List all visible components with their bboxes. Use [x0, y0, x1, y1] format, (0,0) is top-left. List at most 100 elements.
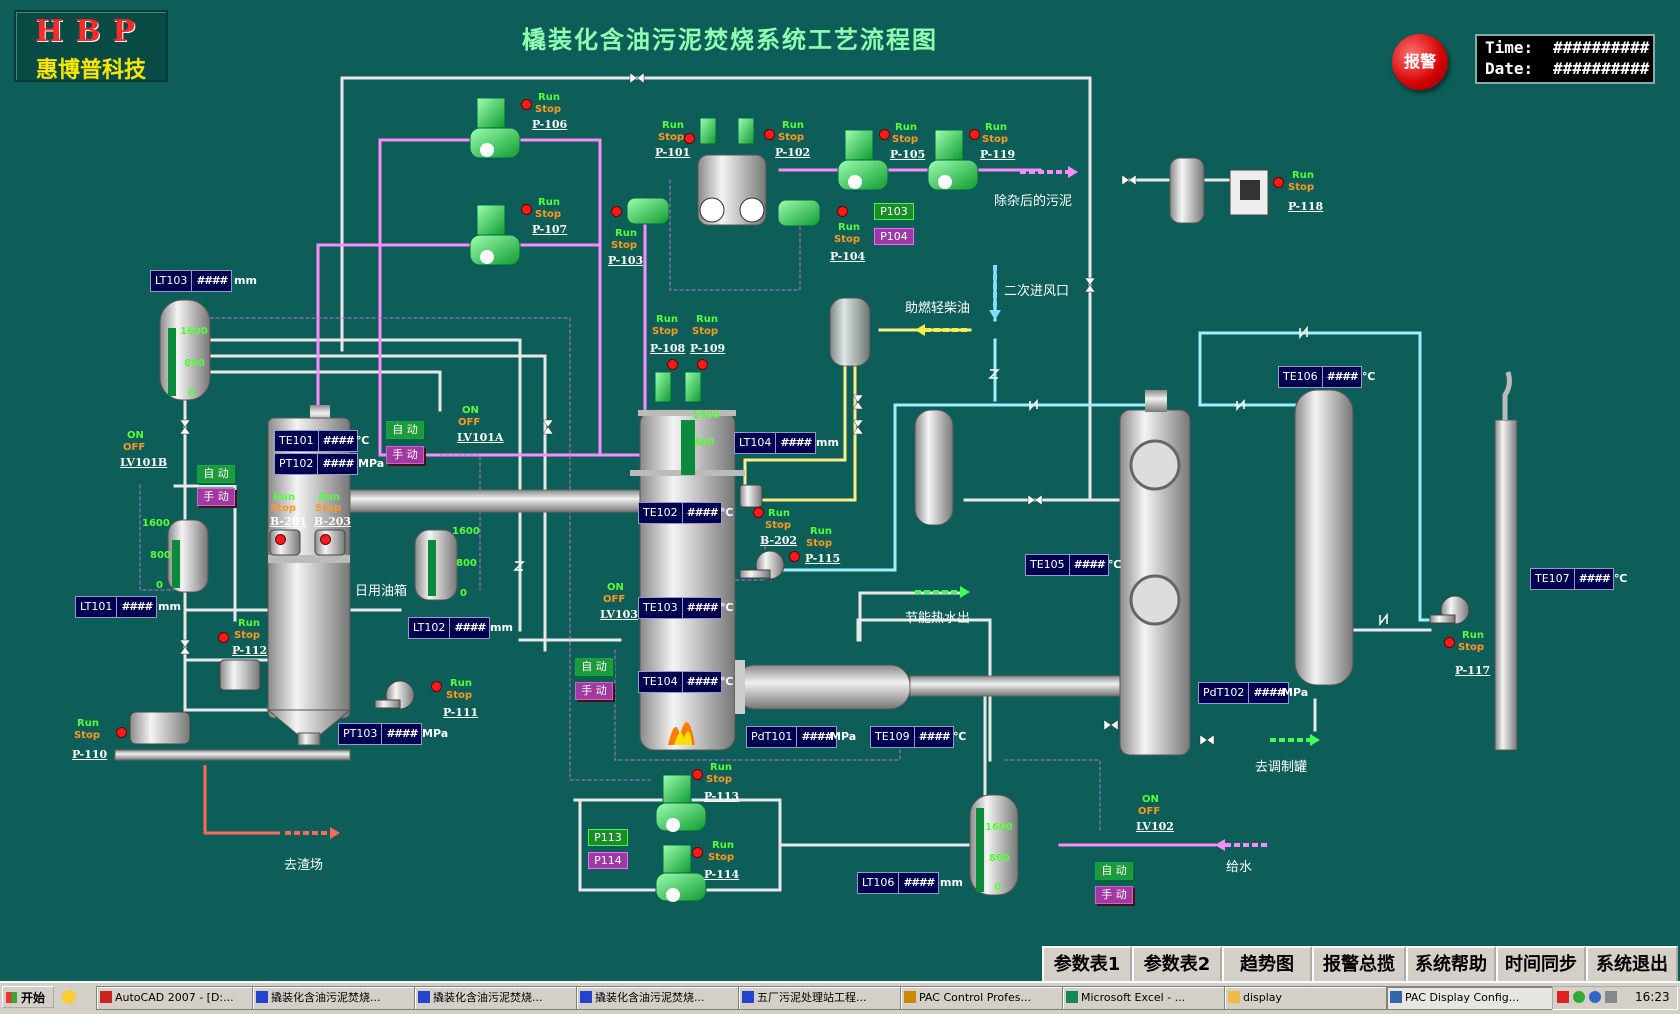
- lv102-on[interactable]: ON: [1142, 794, 1159, 805]
- p105-stop[interactable]: Stop: [892, 134, 919, 145]
- taskbar-item-display[interactable]: display: [1224, 986, 1400, 1010]
- p107-tag[interactable]: P-107: [532, 223, 568, 236]
- te104-meter[interactable]: TE104####: [638, 671, 723, 693]
- p109-stop[interactable]: Stop: [692, 326, 719, 337]
- nav-param-table-2[interactable]: 参数表2: [1132, 946, 1222, 986]
- lv103-auto-button[interactable]: 自 动: [575, 658, 613, 676]
- lv103-tag[interactable]: LV103: [600, 608, 638, 621]
- p108-tag[interactable]: P-108: [650, 342, 686, 355]
- taskbar-item-pac-control[interactable]: PAC Control Profes...: [900, 986, 1076, 1010]
- lv102-auto-button[interactable]: 自 动: [1095, 862, 1133, 880]
- taskbar-item-doc-1[interactable]: 撬装化含油污泥焚烧...: [252, 986, 428, 1010]
- lv101a-auto-button[interactable]: 自 动: [386, 421, 424, 439]
- te105-meter[interactable]: TE105####: [1025, 554, 1110, 576]
- nav-alarm-overview[interactable]: 报警总揽: [1312, 946, 1406, 986]
- p102-stop[interactable]: Stop: [778, 132, 805, 143]
- te103-meter[interactable]: TE103####: [638, 597, 723, 619]
- p101-tag[interactable]: P-101: [655, 146, 691, 159]
- p112-stop[interactable]: Stop: [234, 630, 261, 641]
- lt106-meter[interactable]: LT106####: [857, 872, 939, 894]
- tray-icon[interactable]: [1573, 991, 1585, 1003]
- p108-run[interactable]: Run: [656, 314, 678, 325]
- p107-stop[interactable]: Stop: [535, 209, 562, 220]
- p117-stop[interactable]: Stop: [1458, 642, 1485, 653]
- p113-run[interactable]: Run: [710, 762, 732, 773]
- lv101b-auto-button[interactable]: 自 动: [197, 465, 235, 483]
- lv101b-tag[interactable]: LV101B: [120, 456, 168, 469]
- b201-tag[interactable]: B-201: [270, 515, 308, 528]
- p104-stop[interactable]: Stop: [834, 234, 861, 245]
- p117-run[interactable]: Run: [1462, 630, 1484, 641]
- p106-tag[interactable]: P-106: [532, 118, 568, 131]
- p119-tag[interactable]: P-119: [980, 148, 1016, 161]
- lv101a-off[interactable]: OFF: [458, 417, 481, 428]
- te101-meter[interactable]: TE101####: [274, 430, 359, 452]
- taskbar-clock[interactable]: 16:23: [1635, 990, 1670, 1004]
- p110-run[interactable]: Run: [77, 718, 99, 729]
- p111-stop[interactable]: Stop: [446, 690, 473, 701]
- nav-system-exit[interactable]: 系统退出: [1586, 946, 1678, 986]
- b201-run[interactable]: Run: [273, 492, 295, 503]
- p113-stop[interactable]: Stop: [706, 774, 733, 785]
- p105-tag[interactable]: P-105: [890, 148, 926, 161]
- p109-run[interactable]: Run: [696, 314, 718, 325]
- tray-icon[interactable]: [1557, 991, 1569, 1003]
- lv101b-on[interactable]: ON: [127, 430, 144, 441]
- nav-time-sync[interactable]: 时间同步: [1496, 946, 1586, 986]
- p107-run[interactable]: Run: [538, 197, 560, 208]
- lv101b-off[interactable]: OFF: [123, 442, 146, 453]
- p104-run[interactable]: Run: [838, 222, 860, 233]
- p108-stop[interactable]: Stop: [652, 326, 679, 337]
- p119-stop[interactable]: Stop: [982, 134, 1009, 145]
- p110-stop[interactable]: Stop: [74, 730, 101, 741]
- nav-trend[interactable]: 趋势图: [1222, 946, 1312, 986]
- p113-tag[interactable]: P-113: [704, 790, 740, 803]
- lv103-off[interactable]: OFF: [603, 594, 626, 605]
- lt103-meter[interactable]: LT103####: [150, 270, 232, 292]
- start-button[interactable]: 开始: [2, 986, 54, 1008]
- p118-tag[interactable]: P-118: [1288, 200, 1324, 213]
- lv102-manual-button[interactable]: 手 动: [1095, 886, 1133, 904]
- p102-tag[interactable]: P-102: [775, 146, 811, 159]
- lv101b-manual-button[interactable]: 手 动: [197, 488, 235, 506]
- b201-stop[interactable]: Stop: [270, 503, 297, 514]
- b203-run[interactable]: Run: [318, 492, 340, 503]
- taskbar-item-doc-3[interactable]: 撬装化含油污泥焚烧...: [576, 986, 752, 1010]
- p104-tag[interactable]: P-104: [830, 250, 866, 263]
- te102-meter[interactable]: TE102####: [638, 502, 723, 524]
- lv101a-on[interactable]: ON: [462, 405, 479, 416]
- p117-tag[interactable]: P-117: [1455, 664, 1491, 677]
- p103-run[interactable]: Run: [615, 228, 637, 239]
- quick-launch-icons[interactable]: [60, 988, 90, 1006]
- p106-run[interactable]: Run: [538, 92, 560, 103]
- tray-icon[interactable]: [1589, 991, 1601, 1003]
- taskbar-item-autocad[interactable]: AutoCAD 2007 - [D:...: [96, 986, 266, 1010]
- p101-stop[interactable]: Stop: [658, 132, 685, 143]
- b202-stop[interactable]: Stop: [765, 520, 792, 531]
- p106-stop[interactable]: Stop: [535, 104, 562, 115]
- lv103-on[interactable]: ON: [607, 582, 624, 593]
- lv102-off[interactable]: OFF: [1138, 806, 1161, 817]
- p103-stop[interactable]: Stop: [611, 240, 638, 251]
- p114-stop[interactable]: Stop: [708, 852, 735, 863]
- pdt102-meter[interactable]: PdT102####: [1198, 682, 1289, 704]
- p101-run[interactable]: Run: [662, 120, 684, 131]
- b202-tag[interactable]: B-202: [760, 534, 798, 547]
- pt103-meter[interactable]: PT103####: [338, 723, 422, 745]
- lt104-meter[interactable]: LT104####: [734, 432, 816, 454]
- p105-run[interactable]: Run: [895, 122, 917, 133]
- p112-run[interactable]: Run: [238, 618, 260, 629]
- p112-tag[interactable]: P-112: [232, 644, 268, 657]
- p118-run[interactable]: Run: [1292, 170, 1314, 181]
- taskbar-item-pac-display[interactable]: PAC Display Config...: [1386, 986, 1562, 1010]
- p102-run[interactable]: Run: [782, 120, 804, 131]
- b203-stop[interactable]: Stop: [315, 503, 342, 514]
- pdt101-meter[interactable]: PdT101####: [746, 726, 837, 748]
- p111-tag[interactable]: P-111: [443, 706, 479, 719]
- lv101a-manual-button[interactable]: 手 动: [386, 446, 424, 464]
- tray-icon[interactable]: [1605, 991, 1617, 1003]
- p111-run[interactable]: Run: [450, 678, 472, 689]
- p103-status-box[interactable]: P103: [874, 203, 914, 220]
- p115-stop[interactable]: Stop: [806, 538, 833, 549]
- p110-tag[interactable]: P-110: [72, 748, 108, 761]
